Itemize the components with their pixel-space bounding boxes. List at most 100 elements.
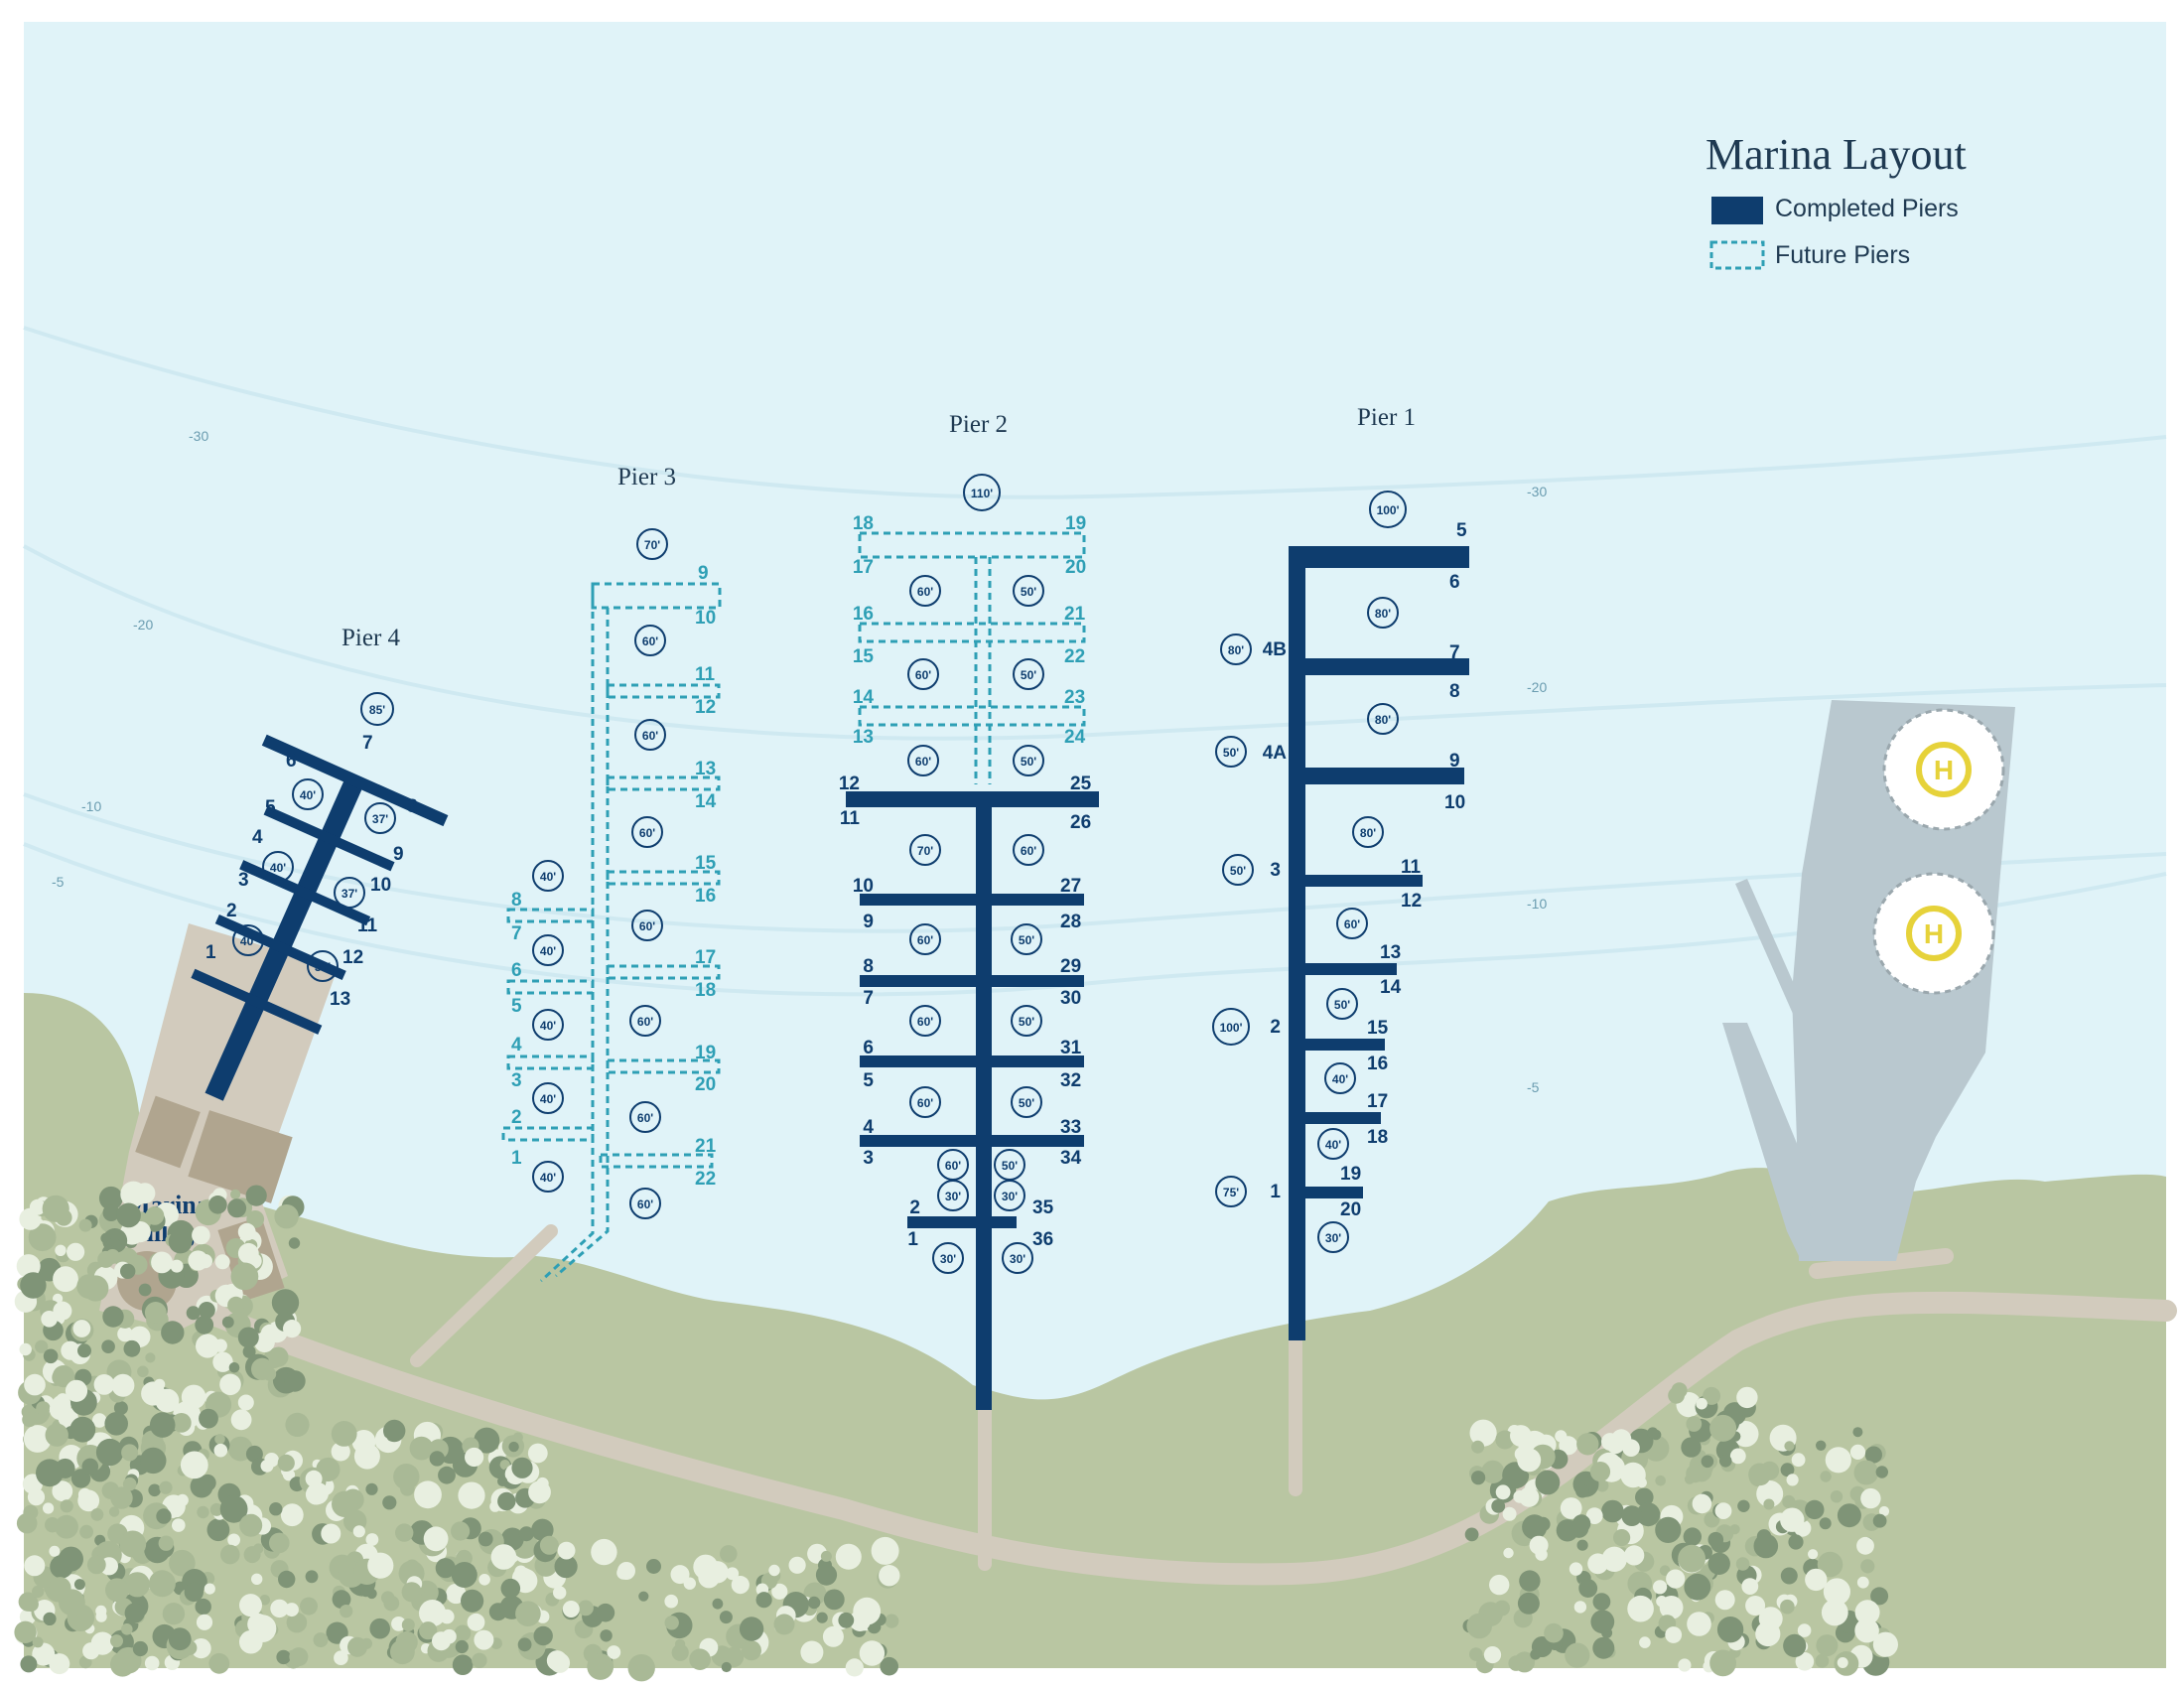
slip-size-marker: 80' [1220, 633, 1252, 665]
slip-number[interactable]: 10 [853, 876, 874, 897]
shrub [429, 1451, 445, 1467]
slip-number[interactable]: 34 [1060, 1148, 1082, 1169]
svg-text:75': 75' [1223, 1186, 1239, 1199]
slip-number[interactable]: 12 [1401, 891, 1422, 912]
slip-number[interactable]: 8 [863, 956, 874, 977]
slip-number[interactable]: 1 [1270, 1182, 1281, 1202]
slip-number[interactable]: 16 [1367, 1054, 1388, 1074]
pier-1-finger [1305, 875, 1423, 887]
shrub [82, 1642, 100, 1660]
slip-number[interactable]: 20 [1340, 1199, 1361, 1220]
slip-number[interactable]: 28 [1060, 912, 1081, 932]
slip-number[interactable]: 6 [1449, 572, 1460, 593]
slip-number[interactable]: 18 [853, 513, 874, 534]
slip-number[interactable]: 2 [909, 1197, 920, 1218]
shrub [1703, 1386, 1721, 1405]
shrub [145, 1352, 156, 1363]
slip-number[interactable]: 2 [1270, 1017, 1281, 1038]
slip-number[interactable]: 29 [1060, 956, 1081, 977]
slip-number[interactable]: 17 [853, 557, 874, 578]
slip-number[interactable]: 22 [1064, 646, 1085, 667]
pier-3[interactable]: Pier 3 1 2 3 4 5 6 7 8 9 10 11 12 13 14 … [501, 464, 722, 1283]
slip-number[interactable]: 13 [1380, 942, 1401, 963]
shrub [214, 1434, 225, 1445]
shrub [43, 1348, 59, 1364]
shrub [98, 1186, 123, 1210]
shrub [1856, 1576, 1869, 1589]
slip-number[interactable]: 36 [1032, 1229, 1053, 1250]
slip-number[interactable]: 4A [1263, 743, 1288, 764]
slip-number[interactable]: 7 [1449, 642, 1460, 663]
slip-number[interactable]: 19 [1065, 513, 1086, 534]
slip-number[interactable]: 4 [863, 1117, 874, 1138]
slip-number[interactable]: 8 [1449, 681, 1460, 702]
slip-number[interactable]: 30 [1060, 988, 1081, 1009]
pier-4-finger [263, 805, 395, 872]
pier-4[interactable]: Pier 4 1 2 3 4 5 6 7 8 9 10 11 12 13 85'… [123, 625, 449, 1137]
slip-number: 9 [698, 563, 709, 584]
slip-number[interactable]: 3 [1270, 860, 1281, 881]
svg-text:60': 60' [642, 729, 658, 743]
slip-number[interactable]: 27 [1060, 876, 1081, 897]
shrub [269, 1532, 290, 1554]
slip-number[interactable]: 20 [1065, 557, 1086, 578]
slip-number[interactable]: 3 [863, 1148, 874, 1169]
pier-1[interactable]: Pier 1 1234A4B56789101112131415161718192… [1212, 404, 1469, 1340]
shrub [1709, 1414, 1737, 1442]
slip-number[interactable]: 26 [1070, 812, 1091, 833]
slip-number[interactable]: 5 [863, 1070, 874, 1091]
shrub [1575, 1483, 1589, 1498]
shrub [401, 1618, 415, 1631]
slip-number[interactable]: 1 [907, 1229, 918, 1250]
slip-number[interactable]: 9 [863, 912, 874, 932]
slip-number[interactable]: 4B [1263, 639, 1287, 660]
slip-number[interactable]: 17 [1367, 1091, 1388, 1112]
shrub [671, 1643, 689, 1661]
shrub [105, 1578, 129, 1603]
slip-number[interactable]: 33 [1060, 1117, 1081, 1138]
slip-number[interactable]: 6 [863, 1038, 874, 1058]
shrub [284, 1370, 306, 1392]
svg-text:80': 80' [1360, 826, 1376, 840]
slip-number[interactable]: 5 [1456, 520, 1467, 541]
slip-number[interactable]: 18 [1367, 1127, 1388, 1148]
slip-number[interactable]: 32 [1060, 1070, 1081, 1091]
slip-number[interactable]: 15 [1367, 1018, 1389, 1039]
slip-number[interactable]: 15 [853, 646, 875, 667]
shrub [268, 1346, 289, 1367]
shrub [121, 1444, 139, 1462]
slip-number[interactable]: 31 [1060, 1038, 1082, 1058]
shrub [1735, 1557, 1750, 1571]
shrub [1872, 1513, 1887, 1528]
helipad[interactable]: H [1882, 708, 2005, 831]
slip-number[interactable]: 16 [853, 604, 874, 625]
shrub [23, 1597, 39, 1613]
slip-size-marker: 40' [532, 1161, 564, 1193]
shrub [1530, 1648, 1542, 1660]
slip-number[interactable]: 24 [1064, 727, 1086, 748]
slip-number[interactable]: 23 [1064, 687, 1085, 708]
slip-size-marker: 60' [629, 1188, 661, 1219]
slip-number: 13 [695, 759, 716, 779]
slip-number[interactable]: 25 [1070, 774, 1092, 794]
slip-number[interactable]: 12 [839, 774, 860, 794]
slip-number[interactable]: 9 [1449, 751, 1460, 772]
shrub [1573, 1601, 1587, 1614]
slip-number[interactable]: 13 [853, 727, 874, 748]
helipad[interactable]: H [1872, 872, 1995, 995]
shrub [554, 1555, 578, 1579]
slip-number[interactable]: 11 [1401, 857, 1422, 878]
slip-number[interactable]: 14 [1380, 977, 1402, 998]
svg-text:30': 30' [1325, 1231, 1341, 1245]
shrub [1780, 1507, 1805, 1532]
slip-number: 1 [511, 1148, 522, 1169]
slip-number[interactable]: 19 [1340, 1164, 1361, 1185]
slip-number[interactable]: 35 [1032, 1197, 1054, 1218]
slip-number[interactable]: 14 [853, 687, 875, 708]
slip-number[interactable]: 21 [1064, 604, 1086, 625]
slip-number[interactable]: 7 [863, 988, 874, 1009]
slip-number[interactable]: 10 [1444, 792, 1465, 813]
shrub [1471, 1440, 1485, 1454]
slip-number[interactable]: 11 [840, 808, 861, 829]
